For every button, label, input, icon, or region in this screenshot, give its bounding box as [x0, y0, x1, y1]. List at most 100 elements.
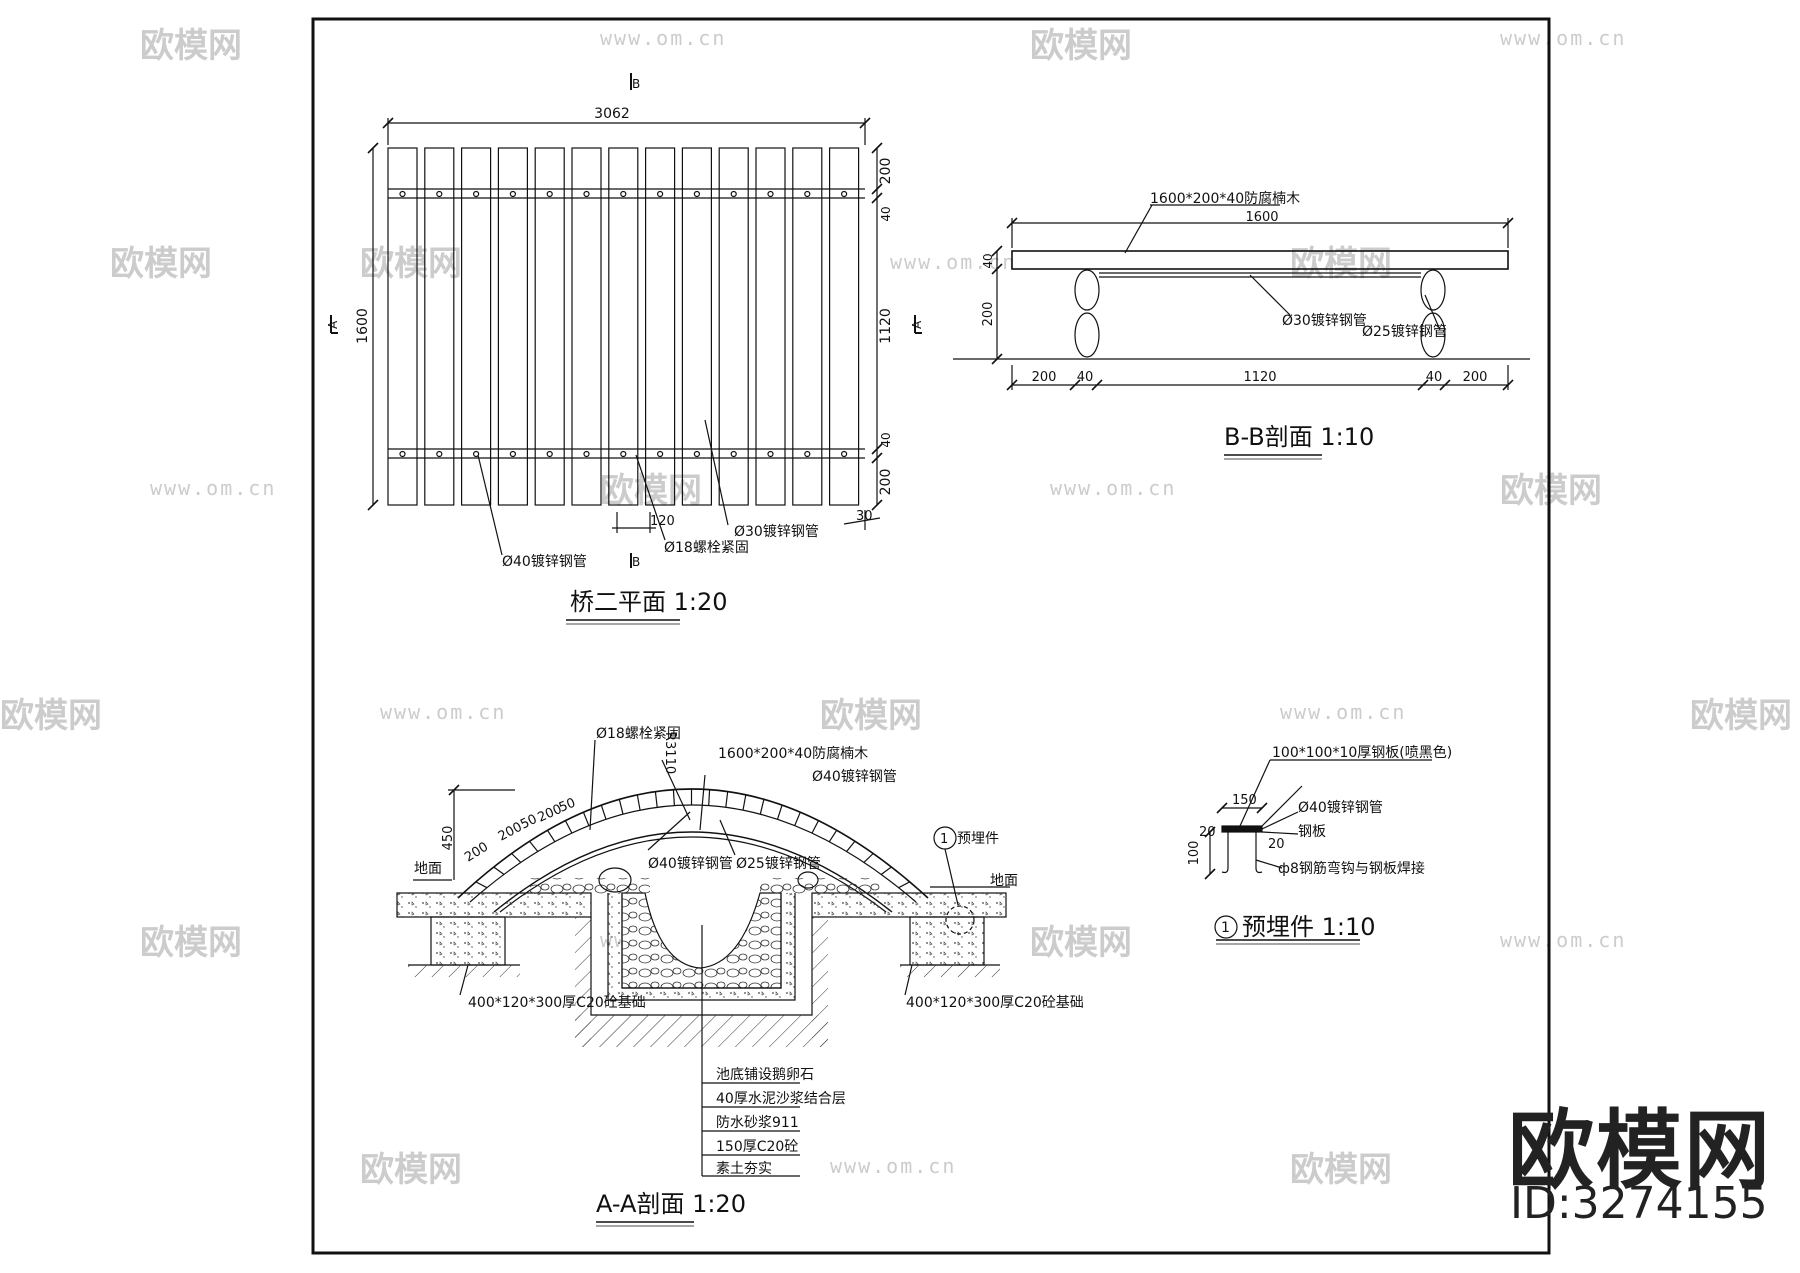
aa-ground-right	[811, 892, 1007, 918]
aa-plank-tick	[759, 799, 765, 815]
plan-right-dim-3: 1120	[878, 308, 894, 344]
plan-label-pipe40: Ø40镀锌钢管	[502, 553, 587, 570]
plan-board	[828, 147, 860, 506]
plan-bolt	[473, 450, 480, 458]
plan-board	[681, 147, 713, 506]
plan-bolt	[509, 450, 517, 458]
brand-id: ID:3274155	[1510, 1178, 1768, 1229]
plan-bolt	[730, 190, 737, 198]
plan-board	[571, 147, 602, 506]
plan-right-dim-2: 40	[879, 206, 893, 221]
plan-section-b-top: B	[632, 77, 640, 91]
bb-dim-3: 1120	[1243, 370, 1276, 385]
plan-bolt	[399, 450, 406, 458]
aa-layer-4: 150厚C20砼	[716, 1139, 798, 1155]
aa-label-radius: R3110	[662, 732, 677, 774]
aa-label-pipe25: Ø25镀锌钢管	[736, 855, 821, 872]
plan-label-pipe30: Ø30镀锌钢管	[734, 523, 819, 540]
aa-plank-tick	[529, 840, 539, 852]
embed-rebar-right	[1255, 832, 1263, 874]
embed-title-circle	[1214, 915, 1238, 939]
aa-dim-arc-1: 200	[462, 840, 491, 866]
bb-dim-height: 200	[981, 302, 996, 327]
plan-bolt	[840, 190, 848, 198]
plan-board	[792, 147, 823, 506]
plan-section-a-right: A	[910, 320, 924, 329]
bb-wood-board	[1011, 250, 1509, 270]
plan-bolt	[767, 190, 774, 198]
aa-plank-tick	[582, 811, 590, 826]
aa-label-bolt: Ø18螺栓紧固	[596, 726, 681, 742]
section-bb	[953, 204, 1530, 460]
brand-logo-text: 欧模网	[1508, 1101, 1772, 1201]
plan-bolt	[767, 450, 774, 458]
aa-pebbles	[621, 892, 782, 989]
aa-plank-tick	[672, 789, 675, 806]
aa-plank-tick	[898, 881, 910, 889]
plan-title: 桥二平面 1:20	[570, 588, 728, 616]
aa-embed-num: 1	[940, 832, 948, 847]
aa-layer-2: 40厚水泥沙浆结合层	[716, 1091, 846, 1107]
plan-board	[718, 147, 749, 506]
aa-dim-450: 450	[441, 826, 456, 851]
aa-label-footing-right: 400*120*300厚C20砼基础	[906, 994, 1084, 1011]
aa-plank-tick	[776, 804, 783, 820]
plan-bolt	[509, 190, 517, 198]
embed-label-pipe: Ø40镀锌钢管	[1298, 799, 1383, 816]
aa-label-footing-left: 400*120*300厚C20砼基础	[468, 994, 646, 1011]
plan-right-dim-5: 200	[878, 469, 894, 496]
aa-title: A-A剖面 1:20	[596, 1190, 746, 1218]
embed-detail	[1204, 759, 1432, 945]
aa-label-wood: 1600*200*40防腐楠木	[718, 745, 868, 762]
aa-plank-tick	[708, 789, 711, 806]
plan-board	[644, 147, 676, 506]
plan-bolt	[840, 450, 848, 458]
aa-plank-tick	[493, 866, 505, 875]
aa-plank-tick	[564, 820, 573, 834]
plan-bolt	[546, 450, 553, 458]
embed-dim-20b: 20	[1268, 837, 1285, 852]
embed-label-steel: 钢板	[1298, 824, 1326, 840]
aa-label-embed: 预埋件	[957, 831, 999, 847]
aa-footing-right	[909, 916, 985, 966]
plan-bottom-dim-120: 120	[650, 514, 675, 529]
aa-plank-tick	[811, 820, 820, 834]
plan-bolt	[620, 450, 627, 458]
embed-plate	[1221, 825, 1263, 833]
aa-plank-ticks	[475, 789, 910, 889]
bb-title: B-B剖面 1:10	[1224, 423, 1374, 451]
plan-bottom-dim-30: 30	[856, 509, 873, 524]
aa-plank-tick	[600, 804, 607, 820]
plan-section-a-left: A	[326, 320, 340, 329]
plan-bolt	[399, 190, 406, 198]
aa-plank-tick	[725, 791, 729, 808]
plan-bolts	[399, 190, 848, 458]
aa-plank-tick	[636, 794, 641, 811]
embed-dim-100: 100	[1187, 841, 1202, 866]
bb-label-pipe25: Ø25镀锌钢管	[1362, 323, 1447, 340]
plan-label-bolt: Ø18螺栓紧固	[664, 540, 749, 556]
plan-board	[755, 147, 786, 506]
plan-board	[387, 147, 418, 506]
plan-bolt	[620, 190, 627, 198]
embed-label-rebar: ф8钢筋弯钩与钢板焊接	[1278, 860, 1425, 877]
aa-dim-arc-5: 50	[557, 796, 578, 816]
aa-plank-tick	[880, 866, 892, 875]
aa-plank-tick	[654, 791, 658, 808]
aa-plank-tick	[863, 853, 874, 863]
aa-footing-left	[430, 916, 506, 966]
plan-right-dim-4: 40	[879, 432, 893, 447]
plan-board	[534, 147, 565, 506]
plan-bolt	[656, 190, 664, 198]
embed-rebar-left	[1221, 832, 1229, 874]
bb-label-pipe30: Ø30镀锌钢管	[1282, 312, 1367, 329]
aa-label-ground-right: 地面	[990, 873, 1018, 889]
bb-dim-2: 40	[1077, 370, 1094, 385]
aa-arch-inner	[493, 831, 893, 913]
aa-plank-tick	[475, 881, 488, 889]
plan-board	[497, 147, 528, 506]
plan-bolt	[693, 450, 701, 458]
plan-bolt	[656, 450, 664, 458]
plan-height-dim: 1600	[355, 308, 371, 344]
